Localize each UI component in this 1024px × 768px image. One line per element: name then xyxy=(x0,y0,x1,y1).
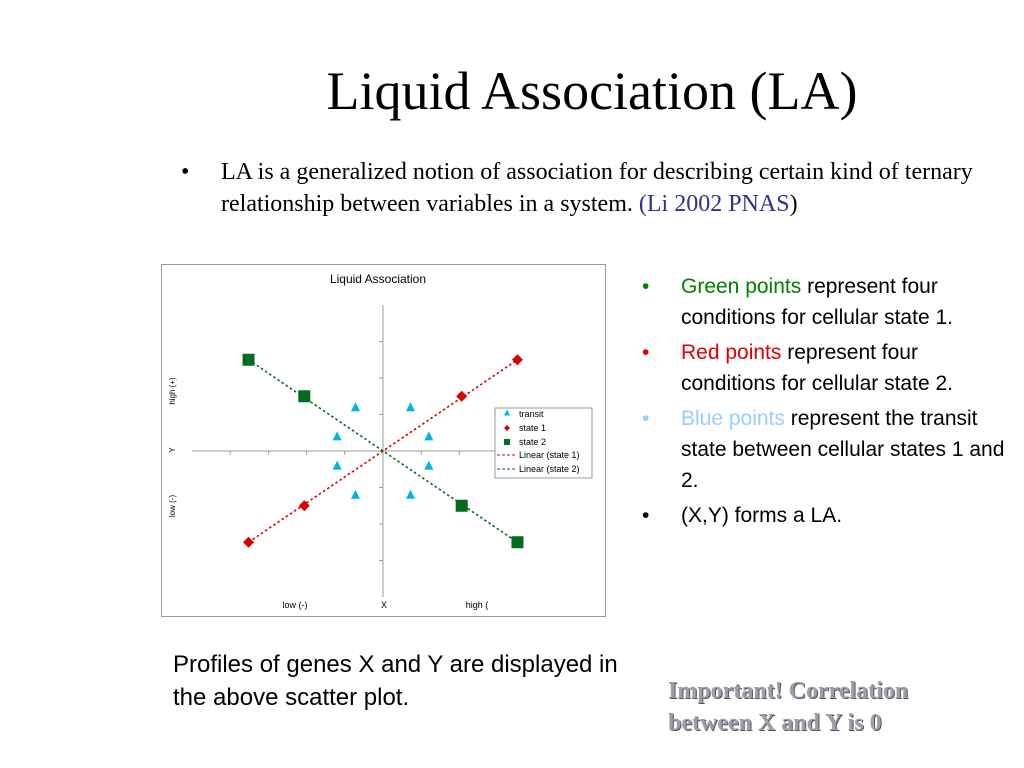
data-point-state2 xyxy=(455,499,468,512)
data-point-state2 xyxy=(511,536,524,549)
legend-label-linear-state1: Linear (state 1) xyxy=(519,450,580,460)
right-bullet-list: • Green points represent four conditions… xyxy=(642,271,1012,535)
legend-marker-state1 xyxy=(504,425,510,431)
highlight-blue: Blue points xyxy=(681,407,785,430)
x-tick-label-high: high ( xyxy=(466,600,489,610)
main-bullet-text-block: LA is a generalized notion of associatio… xyxy=(221,156,1001,220)
x-axis-label: X xyxy=(381,600,387,610)
right-bullet-text: (X,Y) forms a LA. xyxy=(681,504,843,527)
citation-close: ) xyxy=(789,191,798,217)
right-bullet-text: represent four conditions for cellular s… xyxy=(681,275,953,329)
data-point-transit xyxy=(406,489,416,499)
trend-line xyxy=(248,359,518,543)
data-point-state1 xyxy=(298,500,310,512)
legend-label-linear-state2: Linear (state 2) xyxy=(519,464,580,474)
data-point-transit xyxy=(406,402,416,412)
data-point-transit xyxy=(424,460,434,470)
bullet-dot: • xyxy=(642,341,650,364)
data-point-transit xyxy=(350,489,360,499)
y-tick-label-low: low (-) xyxy=(168,495,177,518)
right-bullet-blue: • Blue points represent the transit stat… xyxy=(642,403,1012,496)
trend-lines xyxy=(248,359,518,543)
right-bullet-text: represent four conditions for cellular s… xyxy=(681,341,953,395)
legend-label-state1: state 1 xyxy=(519,423,546,433)
data-point-state1 xyxy=(511,354,523,366)
bullet-dot: • xyxy=(642,504,650,527)
bullet-dot: • xyxy=(642,275,650,298)
important-note: Important! Correlation between X and Y i… xyxy=(668,678,909,736)
trend-line xyxy=(248,359,518,543)
legend-label-transit: transit xyxy=(519,409,544,419)
legend-label-state2: state 2 xyxy=(519,437,546,447)
data-points xyxy=(242,353,524,549)
slide-title: Liquid Association (LA) xyxy=(326,61,858,121)
x-tick-label-low: low (-) xyxy=(283,600,308,610)
data-point-state2 xyxy=(298,390,311,403)
highlight-green: Green points xyxy=(681,275,802,298)
data-point-transit xyxy=(332,431,342,441)
right-bullet-text: represent the transit state between cell… xyxy=(681,407,1005,492)
highlight-red: Red points xyxy=(681,341,782,364)
data-point-state1 xyxy=(243,536,255,548)
chart-legend: transit state 1 state 2 Linear (state 1)… xyxy=(494,407,593,479)
data-point-transit xyxy=(332,460,342,470)
y-tick-label-high: high (+) xyxy=(168,377,177,405)
data-point-transit xyxy=(424,431,434,441)
right-bullet-la: • (X,Y) forms a LA. xyxy=(642,500,1012,531)
chart-svg: Liquid Association low (-) X high ( high… xyxy=(168,272,593,610)
data-point-state1 xyxy=(456,390,468,402)
right-bullet-green: • Green points represent four conditions… xyxy=(642,271,1012,333)
right-bullet-red: • Red points represent four conditions f… xyxy=(642,337,1012,399)
axis-labels: low (-) X high ( high (+) Y low (-) xyxy=(168,377,488,610)
legend-marker-state2 xyxy=(504,439,510,445)
citation: (Li 2002 PNAS xyxy=(638,191,790,217)
main-bullet-text: LA is a generalized notion of associatio… xyxy=(221,159,973,217)
chart-title: Liquid Association xyxy=(330,272,426,286)
y-axis-label: Y xyxy=(168,447,177,453)
data-point-transit xyxy=(350,402,360,412)
bullet-dot: • xyxy=(642,407,650,430)
chart-caption: Profiles of genes X and Y are displayed … xyxy=(173,651,618,711)
bullet-dot: • xyxy=(181,159,190,185)
data-point-state2 xyxy=(242,353,255,366)
legend-marker-transit xyxy=(504,409,510,416)
scatter-chart: Liquid Association low (-) X high ( high… xyxy=(161,264,606,617)
legend-box xyxy=(494,407,593,479)
